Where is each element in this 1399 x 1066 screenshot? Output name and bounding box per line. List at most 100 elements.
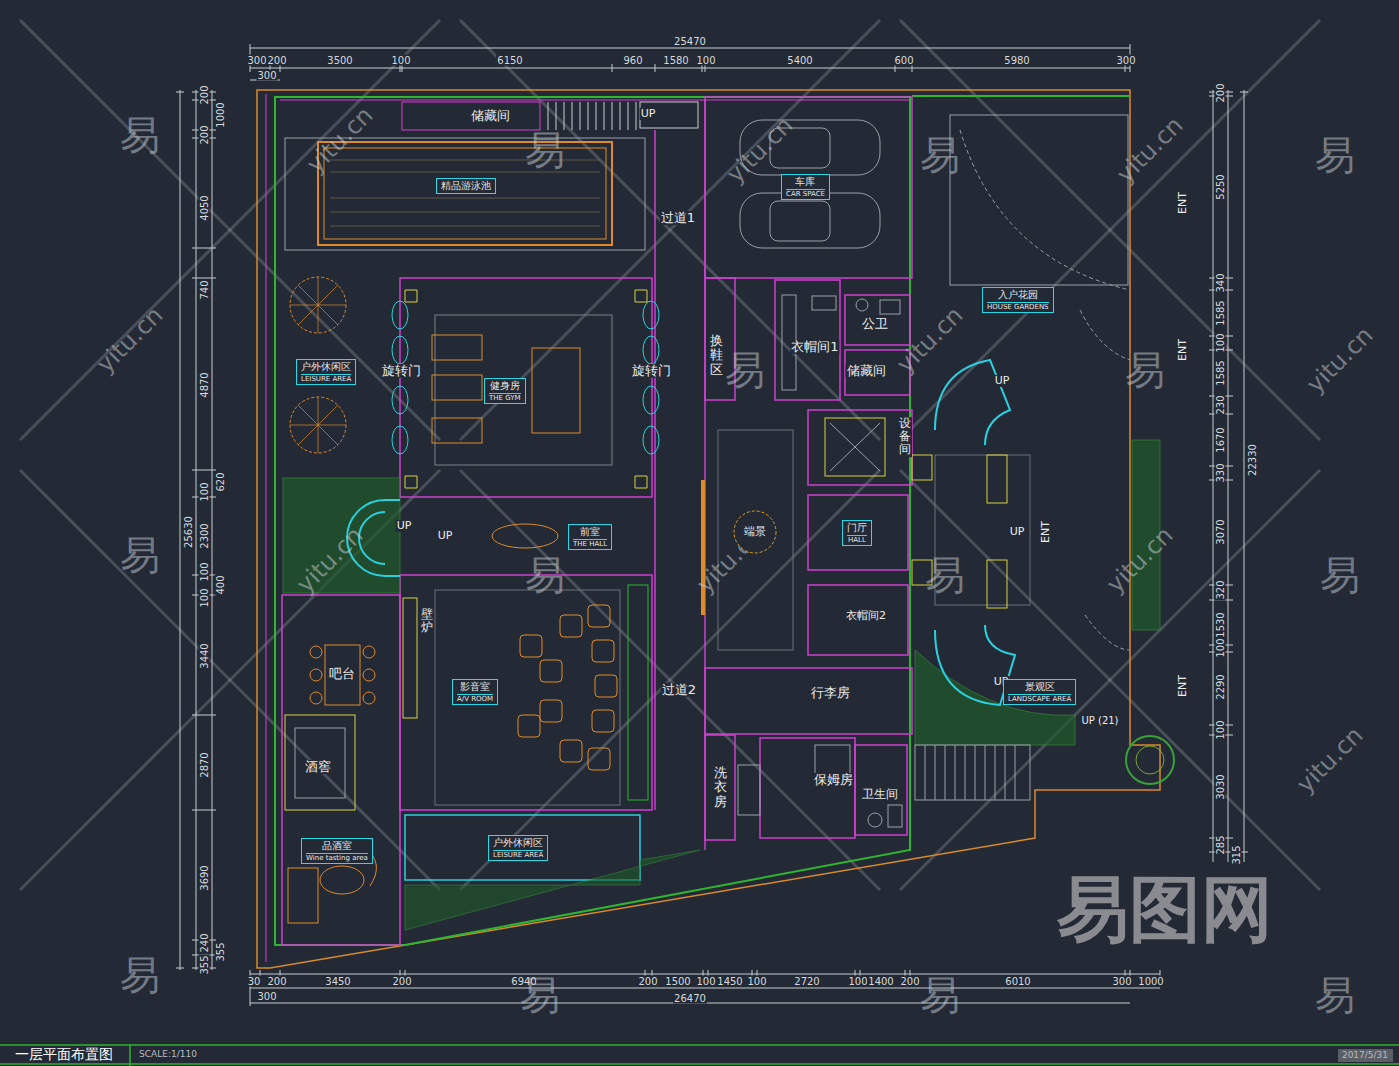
room-name: 户外休闲区 xyxy=(301,361,351,373)
watermark-lines-part xyxy=(20,20,440,440)
dimension-text: 620 xyxy=(215,471,226,492)
site-boundary-part xyxy=(257,90,1160,968)
dimension-text: 1530 xyxy=(1215,611,1226,638)
title-bar xyxy=(0,1045,1399,1066)
dimension-text: 26470 xyxy=(673,993,707,1004)
dimension-text: 315 xyxy=(1231,844,1242,865)
pool-part xyxy=(318,142,612,245)
dimension-text: 200 xyxy=(1215,82,1226,103)
watermark: 易 xyxy=(1315,133,1355,177)
watermark: 易 xyxy=(1320,553,1360,597)
bar-wine-part xyxy=(310,669,322,681)
walls-part xyxy=(808,495,908,570)
watermark: 易 xyxy=(520,973,560,1017)
bar-wine-part xyxy=(363,669,375,681)
dimension-text: 100 xyxy=(746,976,767,987)
room-name: 端景 xyxy=(744,525,766,538)
dimension-text: 1000 xyxy=(215,101,226,128)
dimension-text: 200 xyxy=(266,55,287,66)
dimension-text: 200 xyxy=(391,976,412,987)
bar-wine-part xyxy=(295,728,345,798)
dimension-text: 355 xyxy=(199,954,210,975)
dimension-text: 300 xyxy=(256,70,277,81)
room-name-en: Wine tasting area xyxy=(306,853,368,862)
sheet-note: 2017/5/31 xyxy=(1342,1051,1388,1061)
av-room-part xyxy=(588,748,610,770)
room-label: 吧台 xyxy=(328,667,356,681)
room-tag: 户外休闲区LEISURE AREA xyxy=(488,835,548,861)
room-label: 换鞋区 xyxy=(709,334,724,377)
room-tag: 景观区LANDSCAPE AREA xyxy=(1003,679,1076,705)
dimension-text: 30 xyxy=(247,976,262,987)
dimension-text: 6150 xyxy=(496,55,523,66)
service-fixtures-part xyxy=(888,805,902,827)
room-label: 公卫 xyxy=(861,317,889,331)
room-label: UP (21) xyxy=(1080,715,1119,726)
room-label: 行李房 xyxy=(810,686,851,700)
room-label: 储藏间 xyxy=(846,364,887,378)
dimension-text: 100 xyxy=(1215,332,1226,353)
dimension-text: 300 xyxy=(256,991,277,1002)
av-room-part xyxy=(540,700,562,722)
garden-entry-part xyxy=(960,130,1130,290)
watermark: 易 xyxy=(120,953,160,997)
room-name: 健身房 xyxy=(489,380,521,392)
dimension-text: 1585 xyxy=(1215,299,1226,326)
dimension-text: 340 xyxy=(1215,272,1226,293)
room-name-en: A/V ROOM xyxy=(457,694,493,703)
dimension-text: 320 xyxy=(1215,579,1226,600)
dimension-text: 200 xyxy=(899,976,920,987)
watermark-lines-part xyxy=(460,470,880,890)
watermark: 易 xyxy=(525,128,565,172)
room-label: 过道2 xyxy=(661,683,697,697)
room-tag: 门厅HALL xyxy=(842,520,872,546)
room-name-en: LEISURE AREA xyxy=(493,850,543,859)
bar-wine-part xyxy=(288,868,318,923)
hall-furniture-part xyxy=(701,480,705,615)
bar-wine-part xyxy=(320,866,364,894)
gym-interior-part xyxy=(432,335,482,360)
landscape-green-part xyxy=(1126,736,1174,784)
dimension-text: 3690 xyxy=(199,864,210,891)
storage-stair-part xyxy=(640,102,698,128)
garage-cars-part xyxy=(770,201,830,241)
spiral-stair-part xyxy=(385,575,400,577)
watermark-lines xyxy=(20,20,1320,890)
room-name-en: LEISURE AREA xyxy=(301,374,351,383)
dimension-lines-part xyxy=(250,970,1160,1006)
garden-entry-part xyxy=(825,418,885,476)
watermark-lines-part xyxy=(900,20,1320,440)
service-fixtures-part xyxy=(812,296,836,310)
service-fixtures-part xyxy=(815,745,850,775)
watermark-lines-part xyxy=(900,470,1320,890)
service-fixtures-part xyxy=(738,765,760,815)
dimension-text: 2720 xyxy=(793,976,820,987)
hall-furniture-part xyxy=(718,430,793,650)
dimension-lines-part xyxy=(180,90,181,970)
av-room-part xyxy=(403,598,417,718)
garden-entry-part xyxy=(915,745,1030,800)
room-tag: 影音室A/V ROOM xyxy=(452,679,498,705)
dimension-text: 2870 xyxy=(199,751,210,778)
walls-part xyxy=(705,668,912,734)
dimension-text: 4050 xyxy=(199,194,210,221)
watermark: 易 xyxy=(920,973,960,1017)
title-bar-part xyxy=(129,1045,131,1066)
dimension-text: 200 xyxy=(199,124,210,145)
room-label: 衣帽间2 xyxy=(845,610,887,622)
watermark-lines-part xyxy=(900,20,1320,440)
room-tag: 车库CAR SPACE xyxy=(781,174,830,200)
storage-stair xyxy=(402,102,698,130)
dimension-lines-part xyxy=(196,90,197,970)
dimension-text: 1450 xyxy=(716,976,743,987)
walls-part xyxy=(705,735,735,840)
garden-entry-part xyxy=(935,360,1010,445)
room-name-en: THE GYM xyxy=(489,393,521,402)
dimension-text: 200 xyxy=(199,84,210,105)
room-label: 酒窖 xyxy=(304,760,332,774)
garden-entry-part xyxy=(1085,615,1130,650)
dimension-text: 2300 xyxy=(199,522,210,549)
dimension-text: 5400 xyxy=(786,55,813,66)
av-room-part xyxy=(435,590,620,805)
